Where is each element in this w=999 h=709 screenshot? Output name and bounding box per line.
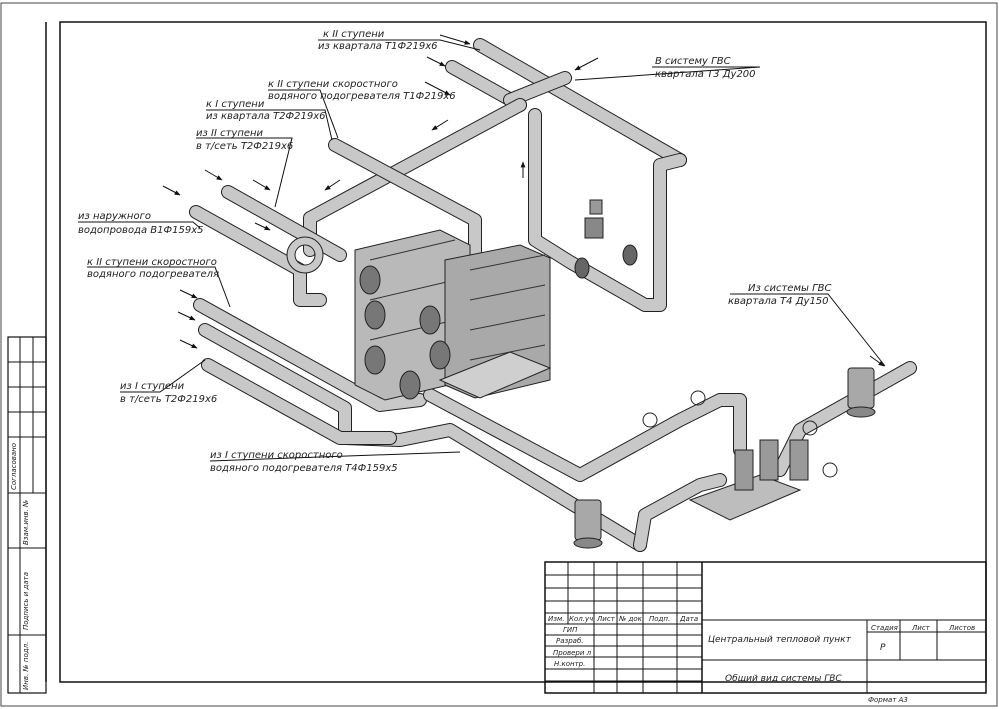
pipe-t1-upper [473, 38, 687, 167]
role-prov: Провери л [553, 649, 592, 657]
label-4-b: в т/сеть Т2Ф219х6 [196, 141, 293, 152]
stamp-agreed: Согласовано [10, 443, 18, 490]
label-5-b: водопровода В1Ф159х5 [78, 225, 203, 236]
label-r2-a: Из системы ГВС [748, 283, 831, 294]
sheets-header: Листов [948, 624, 975, 632]
label-8-b: водяного подогревателя Т4Ф159х5 [210, 463, 398, 474]
format-label: Формат А3 [868, 696, 908, 704]
label-6-b: водяного подогревателя [87, 269, 219, 280]
role-nkontr: Н.контр. [554, 660, 585, 668]
col-kol: Кол.уч. [569, 615, 595, 623]
drawing-subtitle: Общий вид системы ГВС [725, 674, 842, 684]
pipe-b1 [189, 205, 327, 307]
stage-header: Стадия [871, 624, 898, 632]
label-r1-b: квартала Т3 Ду200 [655, 69, 756, 80]
inner-frame [59, 21, 987, 683]
label-3-b: из квартала Т2Ф219х6 [206, 111, 326, 122]
stamp-replace: Взам.инв. № [22, 500, 30, 545]
flow-arrows [162, 34, 885, 367]
role-gip: ГИП [563, 626, 578, 634]
pipe-return-top [503, 71, 572, 107]
label-1-b: из квартала Т1Ф219х6 [318, 41, 438, 52]
pump-assembly-right [573, 367, 876, 549]
col-podp: Подп. [649, 615, 670, 623]
pipe-bottom-loop [633, 473, 727, 552]
label-5-a: из наружного [78, 211, 151, 222]
label-7-b: в т/сеть Т2Ф219х6 [120, 394, 217, 405]
stage-value: Р [880, 643, 886, 653]
col-list: Лист [596, 615, 616, 623]
labels: к II ступени из квартала Т1Ф219х6 к II с… [78, 29, 831, 474]
col-doc: № док. [618, 615, 644, 623]
pipe-lower-1 [193, 298, 427, 412]
label-8-a: из I ступени скоростного [210, 450, 343, 461]
pipe-t2-outlet [221, 185, 347, 262]
title-block [544, 561, 987, 694]
label-2-b: водяного подогревателя Т1Ф219х6 [268, 91, 456, 102]
label-7-a: из I ступени [120, 381, 185, 392]
pipe-left-diag [303, 98, 527, 257]
label-1-a: к II ступени [323, 29, 385, 40]
side-stamp: Согласовано Взам.инв. № Подпись и дата И… [7, 336, 47, 694]
label-r2-b: квартала Т4 Ду150 [728, 296, 829, 307]
pipeline-drawing [189, 38, 917, 552]
label-6-a: к II ступени скоростного [87, 257, 217, 268]
stamp-sign-date: Подпись и дата [22, 572, 30, 630]
pipe-lower-3 [201, 358, 397, 445]
role-razrab: Разраб. [556, 637, 584, 645]
exchanger-base [438, 351, 552, 399]
pipe-t2-left [328, 138, 482, 267]
label-r1-a: В систему ГВС [655, 56, 731, 67]
col-izm: Изм. [548, 615, 564, 623]
stamp-inv: Инв. № подл. [22, 642, 30, 690]
sheet-header: Лист [911, 624, 931, 632]
exchanger-valves [359, 265, 451, 400]
pipe-to-right [423, 388, 747, 482]
label-4-a: из II ступени [196, 128, 264, 139]
drawing-title: Центральный тепловой пункт [708, 635, 852, 645]
col-date: Дата [679, 615, 698, 623]
label-3-a: к I ступени [206, 99, 265, 110]
title-block-text: Изм. Кол.уч. Лист № док. Подп. Дата ГИП … [548, 615, 975, 704]
leader-lines [78, 39, 886, 462]
label-2-a: к II ступени скоростного [268, 79, 398, 90]
pipe-riser-right [528, 108, 687, 312]
riser-valves [574, 199, 638, 279]
